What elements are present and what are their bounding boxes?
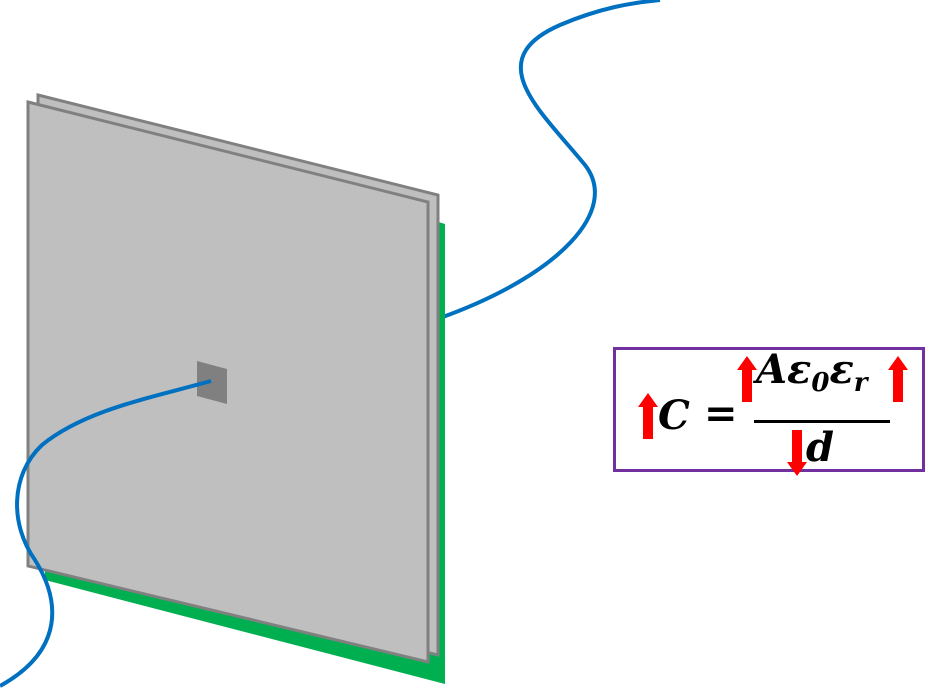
arrow-up-icon <box>737 356 757 402</box>
equals-sign: = <box>704 390 738 437</box>
capacitance-formula: C = Aε0εr d <box>613 346 925 476</box>
relative-permittivity-symbol: εr <box>829 346 868 398</box>
contact-pad <box>197 361 227 404</box>
vacuum-permittivity-symbol: ε0 <box>787 346 830 398</box>
arrow-up-icon <box>638 393 658 439</box>
area-symbol: A <box>756 346 788 393</box>
arrow-down-icon <box>787 430 807 476</box>
distance-symbol: d <box>806 424 834 471</box>
back-plate-wire <box>439 0 661 320</box>
capacitance-symbol: C <box>658 392 690 439</box>
fraction-bar <box>754 420 890 423</box>
arrow-up-icon <box>888 356 908 402</box>
front-plate <box>26 100 430 664</box>
numerator: Aε0εr <box>756 346 868 398</box>
front-plate-wire <box>0 379 212 688</box>
